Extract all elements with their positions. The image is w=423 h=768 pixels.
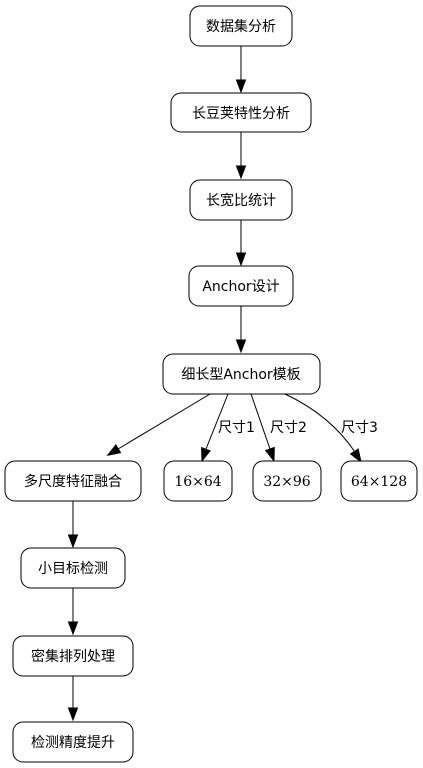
node-small-target: 小目标检测 [20, 547, 126, 589]
node-label: 长豆荚特性分析 [192, 105, 290, 122]
node-box [170, 92, 312, 133]
node-label: 小目标检测 [38, 561, 108, 577]
node-box [20, 547, 126, 589]
node-label: Anchor设计 [202, 279, 279, 295]
node-box [340, 460, 418, 502]
node-label: 16×64 [174, 474, 221, 490]
arrowhead-pod-to-aspect [235, 165, 247, 180]
node-label: 长宽比统计 [206, 192, 276, 209]
node-box [12, 635, 134, 677]
arrowhead-anchor-to-slender [235, 339, 247, 354]
node-label: 32×96 [263, 474, 310, 490]
node-box [4, 460, 142, 502]
edge-labels: 尺寸1 尺寸2 尺寸3 [218, 420, 378, 436]
arrowhead-dataset-to-pod [235, 79, 247, 94]
node-label: 细长型Anchor模板 [181, 367, 300, 383]
node-label: 多尺度特征融合 [24, 473, 122, 490]
arrowhead-slender-to-64x128 [349, 448, 362, 464]
edge-slender-to-64x128 [284, 393, 356, 453]
edge-label-size2: 尺寸2 [270, 420, 307, 436]
arrowhead-small-to-dense [67, 621, 79, 636]
node-anchor-design: Anchor设计 [188, 265, 294, 307]
node-box [163, 460, 233, 502]
node-label: 数据集分析 [206, 18, 276, 35]
node-slender-anchor: 细长型Anchor模板 [162, 353, 321, 395]
node-pod-analysis: 长豆荚特性分析 [170, 92, 312, 133]
node-label: 密集排列处理 [31, 648, 115, 665]
node-dense-arrangement: 密集排列处理 [12, 635, 134, 677]
edge-slender-to-16x64 [205, 393, 229, 450]
node-box [189, 5, 293, 47]
node-dataset-analysis: 数据集分析 [189, 5, 293, 47]
node-label: 64×128 [351, 474, 407, 490]
node-size-64x128: 64×128 [340, 460, 418, 502]
node-size-16x64: 16×64 [163, 460, 233, 502]
node-detection-boost: 检测精度提升 [12, 721, 134, 763]
node-label: 检测精度提升 [31, 735, 115, 751]
node-box [252, 460, 322, 502]
arrowhead-slender-to-32x96 [264, 446, 275, 463]
arrowhead-slender-to-16x64 [201, 446, 211, 463]
arrowhead-slender-to-fusion [106, 444, 122, 456]
edges [67, 46, 362, 722]
arrowhead-fusion-to-small [67, 534, 79, 549]
edge-slender-to-32x96 [250, 393, 271, 450]
arrowhead-dense-to-boost [67, 707, 79, 722]
node-box [12, 721, 134, 763]
node-box [162, 353, 321, 395]
node-size-32x96: 32×96 [252, 460, 322, 502]
edge-label-size3: 尺寸3 [341, 420, 378, 436]
arrowhead-aspect-to-anchor [235, 252, 247, 267]
node-box [188, 265, 294, 307]
node-box [189, 179, 293, 221]
node-multiscale-fusion: 多尺度特征融合 [4, 460, 142, 502]
edge-label-size1: 尺寸1 [218, 420, 255, 436]
node-aspect-stats: 长宽比统计 [189, 179, 293, 221]
edge-slender-to-fusion [117, 393, 211, 450]
